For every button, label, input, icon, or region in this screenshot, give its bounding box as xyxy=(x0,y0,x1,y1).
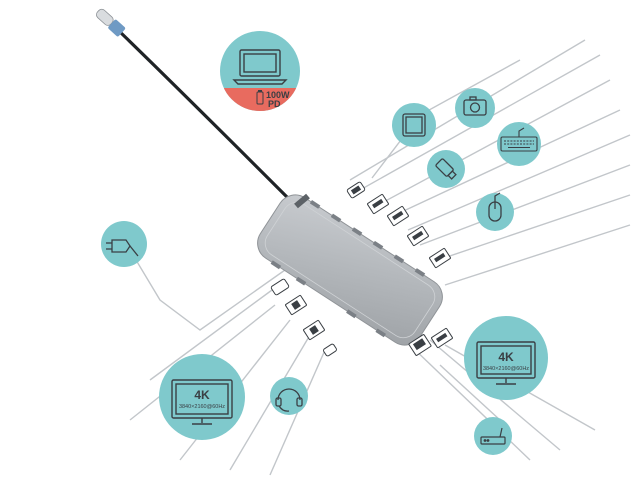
power-plug-icon xyxy=(106,239,139,257)
monitor-left-res-label: 4K xyxy=(194,388,210,402)
router-icon xyxy=(480,427,506,445)
connector-plugs xyxy=(270,181,453,357)
camera-icon xyxy=(463,96,487,116)
usb-stick-badge xyxy=(427,150,465,188)
monitor-right-res-label: 4K xyxy=(498,350,514,364)
tablet-icon xyxy=(402,113,426,137)
monitor-left-badge: 4K 3840×2160@60Hz xyxy=(159,354,245,440)
usb-stick-icon xyxy=(435,158,457,180)
monitor-left-res-detail: 3840×2160@60Hz xyxy=(179,404,225,410)
battery-icon xyxy=(256,90,264,105)
laptop-icon xyxy=(232,49,288,85)
keyboard-icon xyxy=(500,127,538,152)
monitor-icon xyxy=(476,341,536,385)
laptop-badge: 100W PD xyxy=(220,31,300,111)
router-badge xyxy=(474,417,512,455)
pd-text: PD xyxy=(268,99,281,109)
usb-c-cable xyxy=(96,8,302,212)
headset-badge xyxy=(270,377,308,415)
keyboard-badge xyxy=(497,122,541,166)
mouse-icon xyxy=(488,192,502,222)
tablet-badge xyxy=(392,103,436,147)
monitor-icon xyxy=(171,379,233,425)
camera-badge xyxy=(455,88,495,128)
hub-body xyxy=(257,193,443,346)
headset-icon xyxy=(275,388,303,412)
power-rating-text: 100W xyxy=(266,90,290,100)
mouse-badge xyxy=(476,192,514,231)
power-plug-badge xyxy=(101,221,147,267)
monitor-right-res-detail: 3840×2160@60Hz xyxy=(483,366,529,372)
monitor-right-badge: 4K 3840×2160@60Hz xyxy=(464,316,548,400)
